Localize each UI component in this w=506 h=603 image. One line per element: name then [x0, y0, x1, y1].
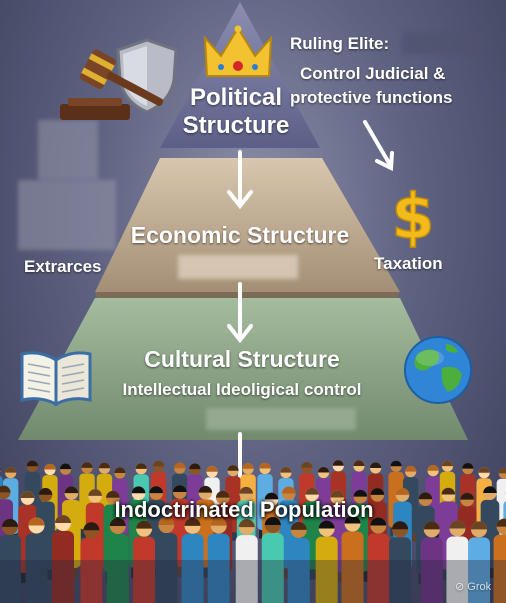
- crowd-figures: [0, 460, 506, 603]
- economic-structure-label: Economic Structure: [130, 222, 350, 248]
- blur-patch-economic: [178, 255, 298, 279]
- extrarces-label: Extrarces: [24, 257, 102, 276]
- crowd-person: [420, 521, 443, 603]
- crowd-person: [133, 520, 156, 603]
- blur-patch-left-1: [38, 120, 98, 180]
- crowd-person: [155, 517, 178, 603]
- crowd-illustration: [0, 440, 506, 603]
- crowd-person: [0, 518, 21, 603]
- arrow-elites-to-taxation: [363, 120, 394, 172]
- political-line2: Structure: [182, 112, 290, 139]
- crowd-person: [106, 517, 129, 603]
- crowd-person: [52, 515, 75, 603]
- crowd-person: [287, 521, 310, 603]
- crowd-person: [315, 520, 338, 603]
- crowd-person: [468, 521, 491, 603]
- crowd-fade: [0, 560, 506, 603]
- crowd-person: [389, 521, 412, 603]
- control-line1: Control Judicial &: [300, 64, 446, 83]
- political-line1: Political: [189, 84, 283, 111]
- crowd-person: [235, 519, 258, 603]
- taxation-label: Taxation: [374, 254, 443, 273]
- dollar-icon: $: [391, 180, 436, 250]
- blur-patch-cultural: [206, 408, 356, 430]
- crowd-person: [493, 518, 506, 603]
- control-line2: protective functions: [290, 88, 453, 107]
- cultural-sublabel: Intellectual Ideoligical control: [122, 380, 362, 399]
- grok-logo-icon: ⊘: [455, 581, 465, 593]
- arrow-top-to-economic: [227, 150, 253, 210]
- ruling-elites-label: Ruling Elite:: [290, 34, 390, 53]
- crowd-person: [181, 517, 204, 603]
- crowd-person: [341, 515, 364, 603]
- tier-cultural: [18, 298, 468, 440]
- gavel-icon: [60, 49, 164, 120]
- book-icon: [20, 351, 92, 407]
- grok-watermark: ⊘ Grok: [455, 580, 491, 593]
- crowd-person: [207, 517, 230, 603]
- tier-economic: [95, 158, 400, 292]
- political-structure-label: Political Structure: [183, 84, 290, 140]
- crown-icon: [203, 25, 273, 77]
- blur-patch-right: [402, 32, 482, 54]
- arrow-economic-to-cultural: [227, 282, 253, 344]
- globe-icon: [404, 336, 472, 404]
- crowd-person: [25, 517, 48, 603]
- crowd-person: [367, 517, 390, 603]
- cultural-structure-label: Cultural Structure: [144, 346, 340, 372]
- crowd-person: [261, 517, 284, 603]
- blur-patch-left-2: [18, 180, 116, 250]
- dollar-glyph: $: [391, 180, 434, 250]
- grok-watermark-text: Grok: [467, 581, 492, 593]
- crowd-person: [80, 522, 103, 603]
- indoctrinated-population-label: Indoctrinated Population: [114, 497, 374, 522]
- crowd-person: [446, 520, 469, 603]
